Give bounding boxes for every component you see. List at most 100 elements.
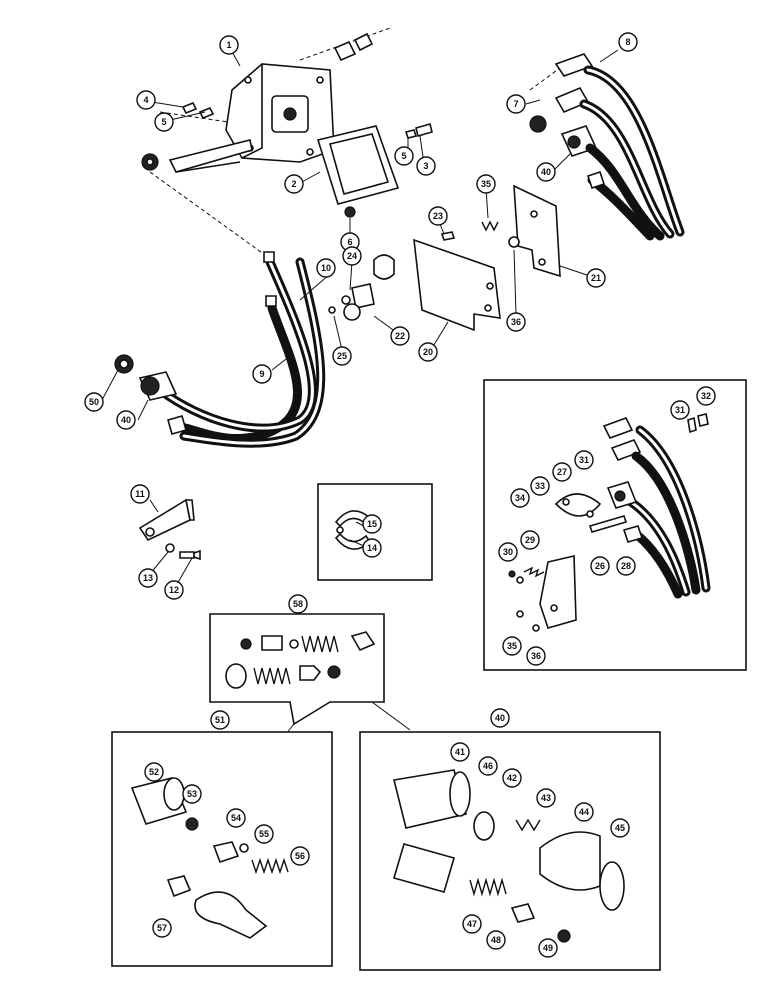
callout-55: 55	[254, 824, 274, 844]
svg-text:49: 49	[543, 943, 553, 953]
callout-43: 43	[536, 788, 556, 808]
svg-text:5: 5	[401, 151, 406, 161]
coupling-parts-51	[130, 777, 289, 939]
callout-35a: 35	[476, 174, 496, 194]
bracket-21	[513, 184, 561, 278]
callout-33: 33	[530, 476, 550, 496]
svg-text:29: 29	[525, 535, 535, 545]
svg-text:13: 13	[143, 573, 153, 583]
bolt-and-washer	[404, 123, 433, 139]
svg-text:21: 21	[591, 273, 601, 283]
plate-bolt-washer	[138, 498, 201, 561]
callout-41: 41	[450, 742, 470, 762]
callout-58: 58	[288, 594, 308, 614]
svg-text:22: 22	[395, 331, 405, 341]
svg-text:6: 6	[347, 237, 352, 247]
callout-leaders	[101, 47, 619, 587]
callout-27: 27	[552, 462, 572, 482]
callout-7: 7	[506, 94, 526, 114]
svg-text:14: 14	[367, 543, 377, 553]
callout-12: 12	[164, 580, 184, 600]
svg-text:24: 24	[347, 251, 357, 261]
callout-25: 25	[332, 346, 352, 366]
callout-52: 52	[144, 762, 164, 782]
svg-text:40: 40	[495, 713, 505, 723]
callout-31b: 31	[574, 450, 594, 470]
callout-51: 51	[210, 710, 230, 730]
svg-text:35: 35	[481, 179, 491, 189]
callout-24: 24	[342, 246, 362, 266]
svg-text:15: 15	[367, 519, 377, 529]
small-hardware	[328, 220, 520, 314]
callout-5b: 5	[394, 146, 414, 166]
callout-30: 30	[498, 542, 518, 562]
gasket	[316, 125, 400, 205]
svg-text:9: 9	[259, 369, 264, 379]
callout-8: 8	[618, 32, 638, 52]
svg-text:20: 20	[423, 347, 433, 357]
svg-text:34: 34	[515, 493, 525, 503]
callout-9: 9	[252, 364, 272, 384]
hose-group-upper-right	[529, 53, 685, 241]
svg-text:30: 30	[503, 547, 513, 557]
svg-text:55: 55	[259, 829, 269, 839]
repair-kit-box	[209, 613, 385, 726]
svg-text:35: 35	[507, 641, 517, 651]
svg-text:48: 48	[491, 935, 501, 945]
callout-13: 13	[138, 568, 158, 588]
callout-36b: 36	[526, 646, 546, 666]
callout-57: 57	[152, 918, 172, 938]
callout-53: 53	[182, 784, 202, 804]
svg-text:8: 8	[625, 37, 630, 47]
svg-text:56: 56	[295, 851, 305, 861]
callout-4: 4	[136, 90, 156, 110]
svg-text:45: 45	[615, 823, 625, 833]
callout-34: 34	[510, 488, 530, 508]
svg-text:27: 27	[557, 467, 567, 477]
svg-text:1: 1	[226, 40, 231, 50]
callout-3: 3	[416, 156, 436, 176]
svg-text:33: 33	[535, 481, 545, 491]
svg-text:2: 2	[291, 179, 296, 189]
callout-23: 23	[428, 206, 448, 226]
svg-text:31: 31	[675, 405, 685, 415]
callout-21: 21	[586, 268, 606, 288]
svg-text:36: 36	[531, 651, 541, 661]
callout-44: 44	[574, 802, 594, 822]
bracket-20	[413, 238, 501, 332]
callout-40b: 40	[116, 410, 136, 430]
callout-40a: 40	[536, 162, 556, 182]
callout-48: 48	[486, 930, 506, 950]
svg-text:10: 10	[321, 263, 331, 273]
callout-56: 56	[290, 846, 310, 866]
callout-50: 50	[84, 392, 104, 412]
svg-text:57: 57	[157, 923, 167, 933]
svg-text:12: 12	[169, 585, 179, 595]
svg-text:41: 41	[455, 747, 465, 757]
callout-31a: 31	[670, 400, 690, 420]
callout-42: 42	[502, 768, 522, 788]
svg-text:36: 36	[511, 317, 521, 327]
callout-35b: 35	[502, 636, 522, 656]
callout-46: 46	[478, 756, 498, 776]
callout-15: 15	[362, 514, 382, 534]
svg-text:51: 51	[215, 715, 225, 725]
callout-32: 32	[696, 386, 716, 406]
callout-20: 20	[418, 342, 438, 362]
svg-text:32: 32	[701, 391, 711, 401]
callout-54: 54	[226, 808, 246, 828]
svg-text:46: 46	[483, 761, 493, 771]
callout-45: 45	[610, 818, 630, 838]
callout-10: 10	[316, 258, 336, 278]
callout-29: 29	[520, 530, 540, 550]
hose-group-main	[114, 251, 326, 448]
control-valve-assembly	[141, 27, 391, 256]
plug	[344, 206, 356, 218]
callout-14: 14	[362, 538, 382, 558]
svg-text:40: 40	[541, 167, 551, 177]
callout-40c: 40	[490, 708, 510, 728]
callout-36a: 36	[506, 312, 526, 332]
svg-text:58: 58	[293, 599, 303, 609]
svg-text:25: 25	[337, 351, 347, 361]
